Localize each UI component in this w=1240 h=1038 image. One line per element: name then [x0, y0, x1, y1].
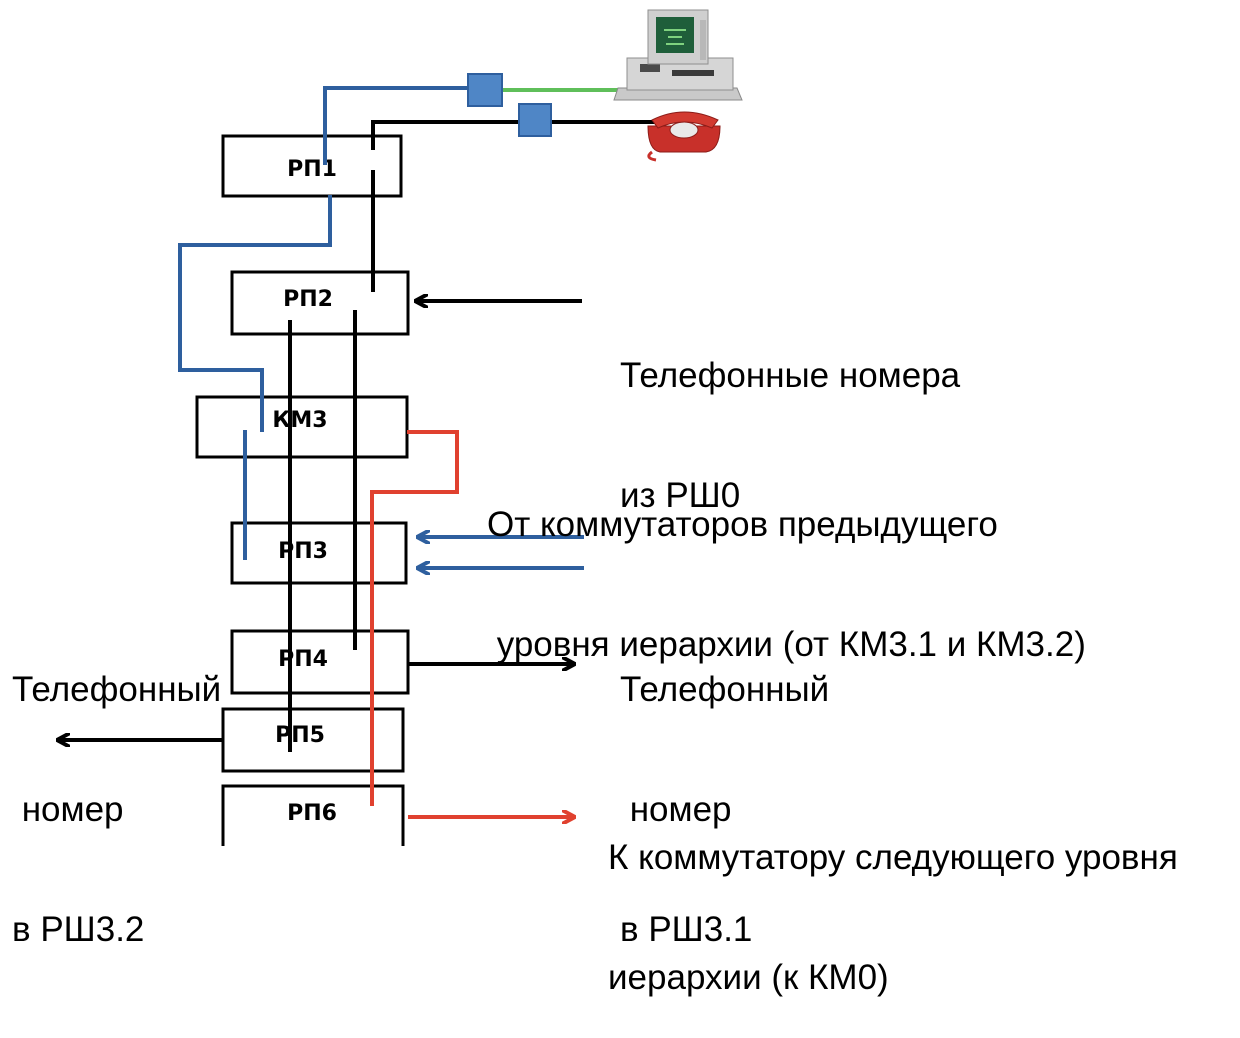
note-line: К коммутатору следующего уровня	[608, 838, 1178, 877]
box-rp5-label: РП5	[275, 723, 325, 748]
box-rp2: РП2	[230, 270, 410, 336]
note-line: Телефонный	[12, 670, 222, 709]
box-rp5: РП5	[221, 707, 405, 773]
box-rp4: РП4	[230, 629, 410, 695]
note-phone-to-rsh3-2: Телефонный номер в РШ3.2	[12, 590, 221, 990]
red-uplink-line	[370, 430, 459, 806]
note-line: номер	[620, 790, 732, 829]
note-line: номер	[12, 790, 124, 829]
note-line: Телефонный	[620, 670, 830, 709]
box-km3-label: КМ3	[272, 408, 327, 433]
blue-signal-line-lower	[178, 195, 332, 432]
note-line: Телефонные номера	[620, 356, 961, 395]
box-rp3-label: РП3	[278, 539, 328, 564]
network-connector	[467, 73, 503, 107]
note-line: в РШ3.2	[12, 910, 145, 949]
blue-signal-line	[323, 86, 475, 165]
telephone-icon	[647, 111, 721, 162]
note-from-previous-switches: От коммутаторов предыдущего уровня иерар…	[487, 425, 1086, 705]
note-line: уровня иерархии (от КМ3.1 и КМ3.2)	[487, 625, 1086, 664]
box-km3: КМ3	[195, 395, 409, 459]
box-rp2-label: РП2	[283, 287, 333, 312]
black-phone-line	[371, 120, 655, 150]
note-line: иерархии (к КМ0)	[608, 958, 889, 997]
note-line: из РШ0	[620, 476, 741, 515]
box-rp4-label: РП4	[278, 647, 328, 672]
box-rp6-label: РП6	[287, 801, 337, 826]
note-phone-numbers-from-rsh0: Телефонные номера из РШ0	[620, 276, 960, 556]
box-rp3: РП3	[230, 521, 408, 585]
computer-icon	[613, 9, 743, 101]
note-to-next-switch: К коммутатору следующего уровня иерархии…	[608, 758, 1178, 1038]
note-line: От коммутаторов предыдущего	[487, 505, 998, 544]
phone-connector	[518, 103, 552, 137]
box-rp1-label: РП1	[287, 157, 337, 182]
box-rp6: РП6	[221, 784, 405, 846]
diagram-canvas: РП1 РП2 КМ3 РП3 РП4 РП5 РП6	[0, 9, 743, 846]
